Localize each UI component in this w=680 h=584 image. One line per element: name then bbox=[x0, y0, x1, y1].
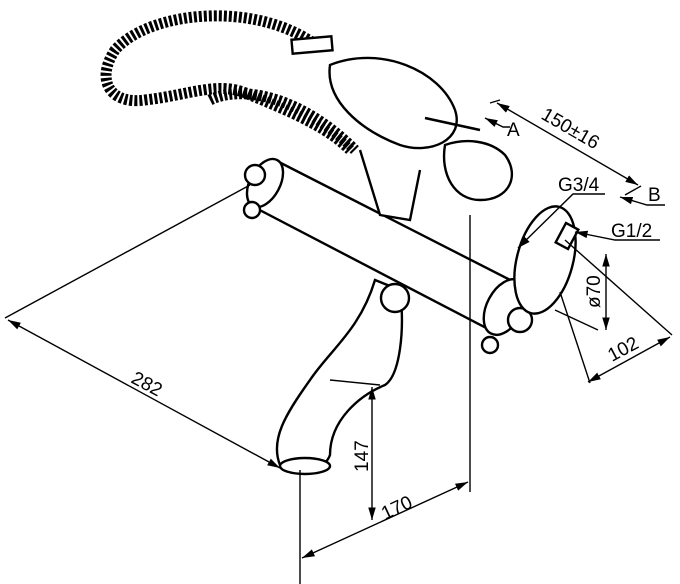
dim-170: 170 bbox=[378, 492, 416, 524]
dim-diameter: ø70 bbox=[584, 275, 605, 308]
leader-a bbox=[484, 117, 510, 128]
shower-hose bbox=[100, 10, 359, 154]
dimension-line-150 bbox=[496, 102, 639, 186]
spout bbox=[275, 278, 411, 476]
dimension-line-170 bbox=[301, 481, 469, 559]
mixer-body bbox=[242, 149, 580, 355]
dimension-line-102 bbox=[587, 336, 671, 383]
connection-point-b bbox=[624, 185, 642, 196]
hand-shower bbox=[328, 56, 514, 202]
dimension-line-282 bbox=[7, 319, 281, 469]
dim-282: 282 bbox=[128, 368, 166, 401]
dim-147: 147 bbox=[352, 440, 373, 472]
dim-150: 150±16 bbox=[538, 104, 603, 154]
label-g12: G1/2 bbox=[611, 221, 652, 242]
label-g34: G3/4 bbox=[558, 175, 600, 196]
leader-b bbox=[619, 196, 665, 206]
leader-g12 bbox=[574, 230, 660, 241]
leader-g34 bbox=[517, 193, 605, 249]
label-a: A bbox=[507, 120, 520, 141]
label-b: B bbox=[648, 185, 661, 206]
extension-lines bbox=[4, 99, 673, 584]
dim-102: 102 bbox=[604, 333, 642, 366]
